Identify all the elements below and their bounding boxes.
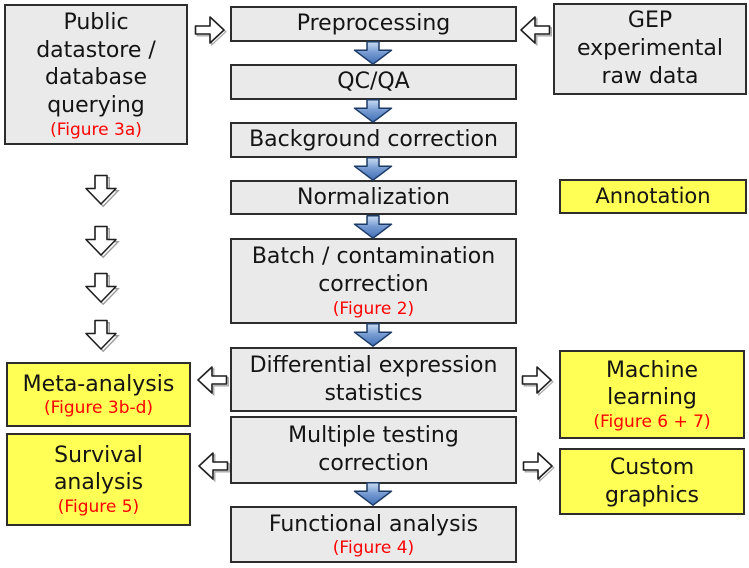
box-label: Preprocessing [296, 11, 451, 37]
box-functional-analysis: Functional analysis (Figure 4) [230, 506, 517, 563]
box-label: Background correction [249, 127, 498, 153]
blue-down-arrow-icon [353, 99, 393, 123]
hollow-left-arrow-icon [519, 15, 553, 47]
figure-ref: (Figure 3a) [50, 120, 142, 141]
box-meta-analysis: Meta-analysis (Figure 3b-d) [6, 362, 191, 427]
hollow-right-arrow-icon [521, 365, 555, 397]
blue-down-arrow-icon [353, 323, 393, 347]
figure-ref: (Figure 2) [332, 298, 415, 319]
box-batch-contamination-correction: Batch / contamination correction (Figure… [230, 238, 517, 324]
box-multiple-testing-correction: Multiple testing correction [230, 416, 517, 484]
box-survival-analysis: Survival analysis (Figure 5) [6, 433, 191, 526]
box-differential-expression-statistics: Differential expression statistics [230, 347, 517, 412]
box-label: Multiple testing correction [288, 423, 459, 476]
blue-down-arrow-icon [353, 157, 393, 181]
blue-down-arrow-icon [353, 215, 393, 239]
box-label: Meta-analysis [22, 371, 175, 397]
box-preprocessing: Preprocessing [230, 6, 517, 42]
box-label: QC/QA [337, 69, 410, 95]
box-machine-learning: Machine learning (Figure 6 + 7) [559, 350, 745, 439]
hollow-down-arrow-icon [84, 225, 120, 259]
box-label: Normalization [297, 184, 450, 210]
box-annotation: Annotation [559, 179, 747, 214]
box-label: Differential expression statistics [249, 352, 498, 406]
box-label: Functional analysis [268, 511, 479, 537]
blue-down-arrow-icon [353, 482, 393, 506]
box-label: Batch / contamination correction [251, 244, 496, 297]
box-label: GEP experimental raw data [577, 8, 723, 89]
figure-ref: (Figure 5) [57, 497, 140, 518]
box-label: Survival analysis [53, 442, 144, 496]
box-normalization: Normalization [230, 180, 517, 215]
box-label: Annotation [595, 183, 711, 208]
blue-down-arrow-icon [353, 41, 393, 65]
box-public-datastore: Public datastore / database querying (Fi… [4, 4, 188, 145]
box-label: Machine learning [605, 357, 699, 411]
hollow-down-arrow-icon [84, 319, 120, 353]
box-background-correction: Background correction [230, 122, 517, 158]
figure-ref: (Figure 4) [332, 538, 415, 559]
hollow-down-arrow-icon [84, 272, 120, 306]
box-custom-graphics: Custom graphics [559, 448, 745, 515]
box-qc-qa: QC/QA [230, 64, 517, 100]
figure-ref: (Figure 3b-d) [43, 398, 154, 419]
hollow-right-arrow-icon [522, 451, 556, 483]
box-gep-experimental-raw-data: GEP experimental raw data [553, 3, 747, 95]
box-label: Custom graphics [604, 454, 700, 508]
box-label: Public datastore / database querying [36, 9, 156, 119]
hollow-down-arrow-icon [84, 174, 120, 208]
hollow-right-arrow-icon [194, 15, 228, 47]
figure-ref: (Figure 6 + 7) [593, 412, 711, 433]
hollow-left-arrow-icon [196, 365, 230, 397]
hollow-left-arrow-icon [197, 451, 231, 483]
